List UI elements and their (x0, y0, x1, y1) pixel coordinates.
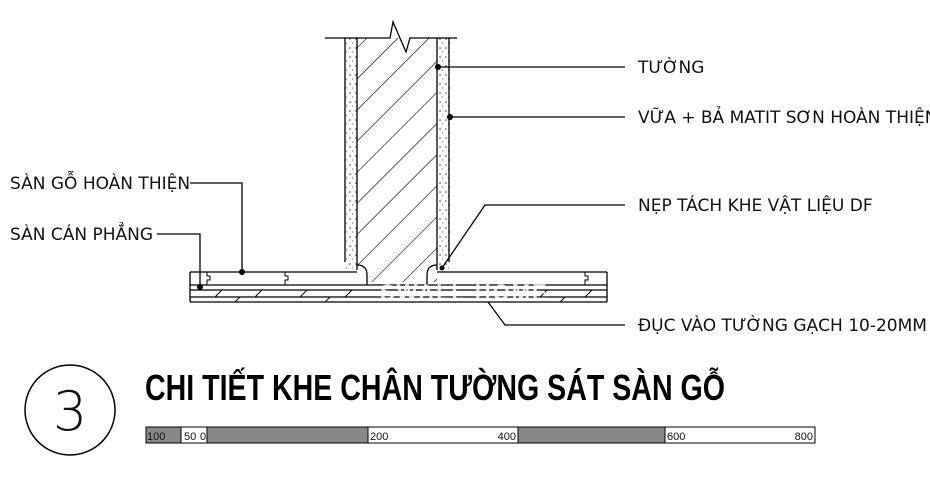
label-plaster: VỮA + BẢ MATIT SƠN HOÀN THIỆN (638, 105, 930, 128)
watermark: SWALL HOME (380, 280, 549, 305)
leaders (157, 64, 625, 326)
scale-tick: 50 (184, 431, 196, 443)
label-wall: TƯỜNG (637, 56, 704, 78)
label-finished-floor: SÀN GỖ HOÀN THIỆN (10, 170, 190, 194)
scale-tick: 200 (370, 431, 388, 443)
floor-section: SWALL HOME (189, 264, 608, 305)
label-chisel: ĐỤC VÀO TƯỜNG GẠCH 10-20MM (638, 314, 927, 336)
drawing-title: CHI TIẾT KHE CHÂN TƯỜNG SÁT SÀN GỖ (145, 366, 725, 408)
scale-tick: 600 (667, 431, 685, 443)
label-separator: NẸP TÁCH KHE VẬT LIỆU DF (638, 194, 873, 216)
detail-number-circle (24, 364, 116, 456)
break-line (325, 19, 457, 54)
wall-section (325, 19, 457, 282)
scale-tick: 0 (200, 431, 206, 443)
label-screed: SÀN CÁN PHẲNG (10, 221, 153, 245)
scale-tick: 800 (795, 431, 813, 443)
scale-bar (145, 426, 816, 444)
detail-number: 3 (53, 380, 87, 443)
scale-tick: 100 (147, 431, 165, 443)
scale-tick: 400 (498, 431, 516, 443)
